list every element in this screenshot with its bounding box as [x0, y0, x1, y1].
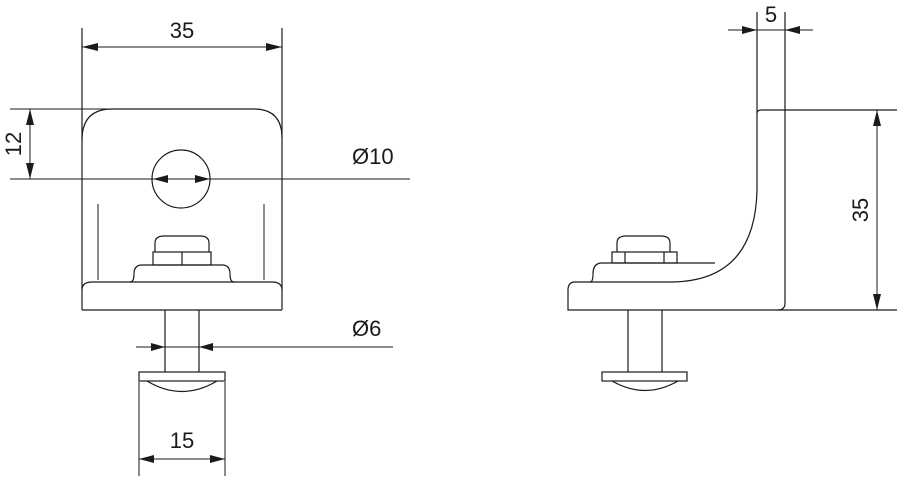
- hole-diameter-label: Ø10: [352, 144, 394, 169]
- dimension-height: 35: [848, 110, 881, 310]
- dimension-bolt-head: 15: [138, 382, 226, 476]
- dimension-thickness: 5: [728, 2, 813, 34]
- thickness-label: 5: [765, 2, 777, 27]
- dimension-bolt-diameter: Ø6: [136, 316, 393, 351]
- front-view: 35 12 Ø10 Ø6 15: [1, 18, 410, 476]
- nut: [129, 235, 235, 283]
- dimension-hole-offset: 12: [1, 109, 34, 179]
- bolt-head-label: 15: [170, 428, 194, 453]
- bracket-outline: [10, 28, 283, 311]
- bolt: [138, 310, 226, 392]
- side-view: 5 35: [567, 2, 897, 391]
- dimension-hole-diameter: Ø10: [10, 144, 410, 183]
- bolt-diameter-label: Ø6: [352, 316, 381, 341]
- width-label: 35: [170, 18, 194, 43]
- side-bolt: [601, 310, 688, 391]
- hole-offset-label: 12: [1, 132, 26, 156]
- angle-profile: [567, 12, 897, 311]
- height-label: 35: [848, 198, 873, 222]
- side-nut: [589, 235, 715, 283]
- dimension-width: 35: [82, 18, 282, 51]
